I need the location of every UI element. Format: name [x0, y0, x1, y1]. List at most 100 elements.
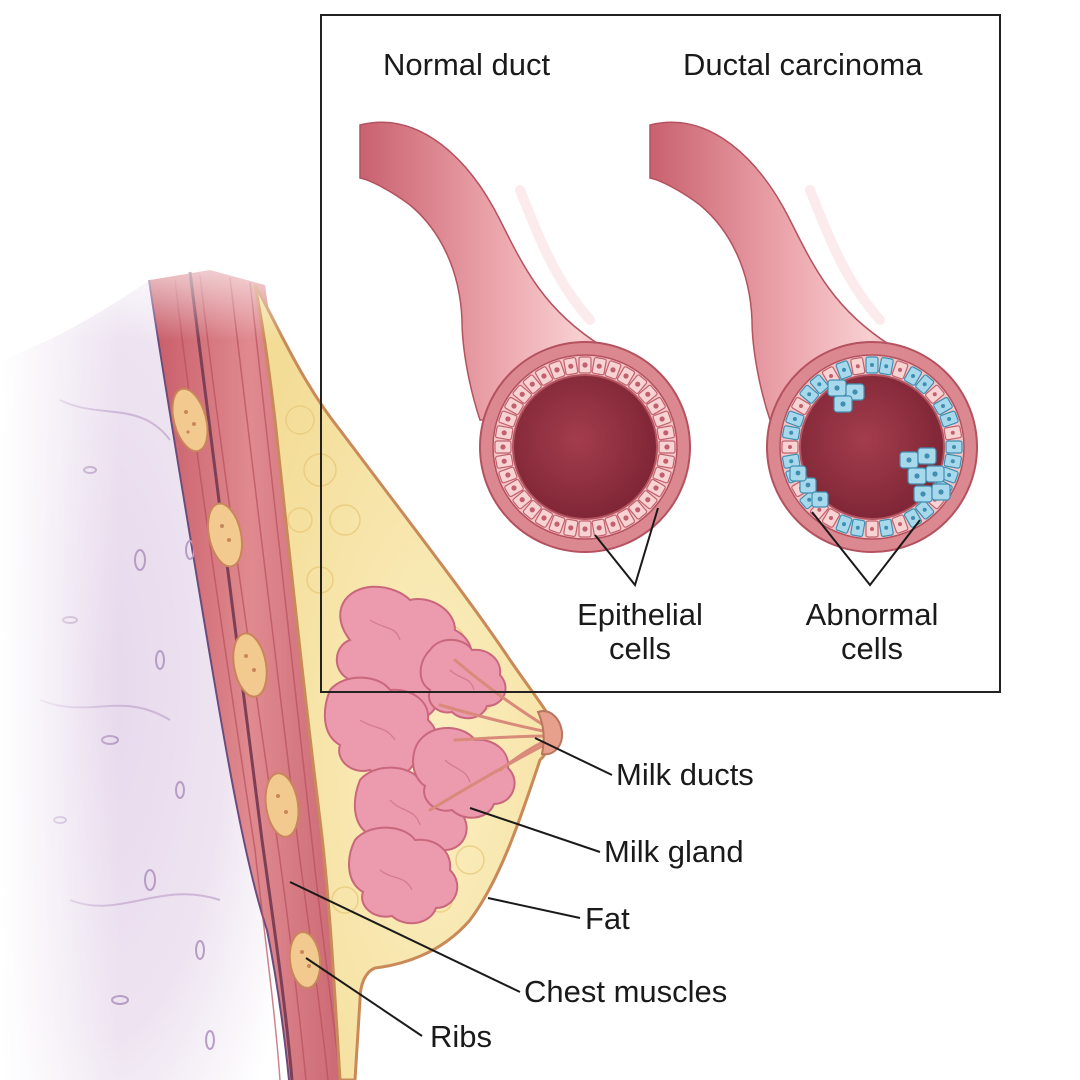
cell-nucleus	[807, 497, 812, 502]
cell-nucleus	[554, 367, 560, 373]
cell-nucleus	[870, 363, 874, 367]
cell-nucleus	[519, 391, 525, 397]
leader-milk-gland	[469, 807, 601, 853]
cell-nucleus	[799, 404, 803, 408]
cell-nucleus	[842, 367, 846, 372]
muscle-fascia	[188, 271, 294, 1080]
ribs-label: Ribs	[430, 1019, 493, 1054]
normal-duct-lumen	[512, 374, 658, 520]
epithelial-cells-label: Epithelial cells	[555, 598, 725, 666]
cell-nucleus	[922, 382, 927, 387]
leader-chest-muscles	[289, 881, 521, 993]
fat-label: Fat	[585, 901, 630, 936]
cell-nucleus	[653, 485, 659, 491]
abnormal-label-line2: cells	[840, 631, 903, 666]
cell-nucleus	[501, 430, 507, 436]
cell-nucleus	[922, 507, 927, 512]
cell-nucleus	[511, 403, 517, 409]
cell-nucleus	[645, 497, 651, 503]
cell-nucleus	[855, 525, 860, 530]
normal-duct-highlight	[515, 185, 595, 325]
normal-duct-title: Normal duct	[383, 47, 551, 82]
milk-gland-label: Milk gland	[604, 834, 744, 869]
cell-nucleus	[789, 430, 794, 435]
cell-nucleus	[947, 417, 952, 421]
cell-nucleus	[623, 515, 629, 521]
cell-nucleus	[911, 374, 915, 378]
cell-nucleus	[568, 363, 574, 369]
cell-nucleus	[541, 373, 547, 379]
cell-nucleus	[911, 516, 915, 520]
cell-nucleus	[870, 527, 874, 531]
cell-nucleus	[659, 416, 665, 422]
cell-nucleus	[950, 459, 955, 464]
abnormal-cell-clusters	[789, 379, 951, 508]
cell-nucleus	[505, 472, 511, 478]
cell-nucleus	[582, 526, 588, 532]
ribs	[171, 387, 322, 989]
cell-nucleus	[659, 472, 665, 478]
cell-nucleus	[829, 374, 833, 378]
leader-epithelial	[594, 507, 659, 588]
gland-texture	[359, 619, 475, 891]
cell-nucleus	[501, 458, 507, 464]
normal-duct	[359, 121, 691, 553]
cell-nucleus	[898, 522, 902, 527]
cell-nucleus	[952, 445, 956, 449]
cell-nucleus	[842, 522, 846, 527]
cell-nucleus	[884, 525, 889, 530]
cell-nucleus	[529, 507, 535, 513]
cell-nucleus	[829, 516, 833, 520]
cell-nucleus	[789, 459, 794, 464]
leader-ribs	[305, 957, 423, 1037]
cell-nucleus	[635, 381, 641, 387]
leader-lines	[289, 507, 921, 1037]
cell-nucleus	[529, 381, 535, 387]
cell-nucleus	[663, 458, 669, 464]
cell-nucleus	[519, 497, 525, 503]
cell-nucleus	[582, 362, 588, 368]
cell-nucleus	[817, 382, 822, 387]
cell-nucleus	[932, 392, 937, 397]
cell-nucleus	[792, 417, 797, 421]
cell-nucleus	[511, 485, 517, 491]
abnormal-label-line1: Abnormal	[805, 597, 939, 632]
cell-nucleus	[610, 521, 616, 527]
cell-nucleus	[855, 364, 860, 369]
cell-nucleus	[664, 444, 670, 450]
epithelial-label-line2: cells	[608, 631, 671, 666]
milk-ducts-label: Milk ducts	[616, 757, 754, 792]
cell-nucleus	[505, 416, 511, 422]
cell-nucleus	[645, 391, 651, 397]
cell-nucleus	[568, 525, 574, 531]
leader-abnormal	[811, 511, 921, 587]
cell-nucleus	[541, 515, 547, 521]
cell-nucleus	[898, 367, 902, 372]
cell-nucleus	[884, 364, 889, 369]
cell-nucleus	[596, 525, 602, 531]
left-fade	[0, 300, 120, 1080]
cell-nucleus	[635, 507, 641, 513]
cell-nucleus	[663, 430, 669, 436]
cell-nucleus	[788, 445, 792, 449]
normal-epithelial-cells	[494, 356, 676, 538]
cell-nucleus	[596, 363, 602, 369]
cell-nucleus	[807, 392, 812, 397]
cell-nucleus	[947, 473, 952, 477]
epithelial-label-line1: Epithelial	[577, 597, 703, 632]
ductal-carcinoma-title: Ductal carcinoma	[683, 47, 923, 82]
cell-nucleus	[941, 404, 945, 408]
abnormal-cell-nuclei	[795, 385, 944, 502]
leader-fat	[487, 897, 581, 919]
cell-nucleus	[653, 403, 659, 409]
cell-nucleus	[817, 507, 822, 512]
duct-comparison-inset	[320, 14, 1001, 693]
cell-nucleus	[554, 521, 560, 527]
carcinoma-duct-highlight	[805, 185, 885, 325]
chest-muscles-label: Chest muscles	[524, 974, 728, 1009]
carcinoma-duct	[649, 121, 978, 553]
cell-nucleus	[610, 367, 616, 373]
cell-nucleus	[950, 430, 955, 435]
